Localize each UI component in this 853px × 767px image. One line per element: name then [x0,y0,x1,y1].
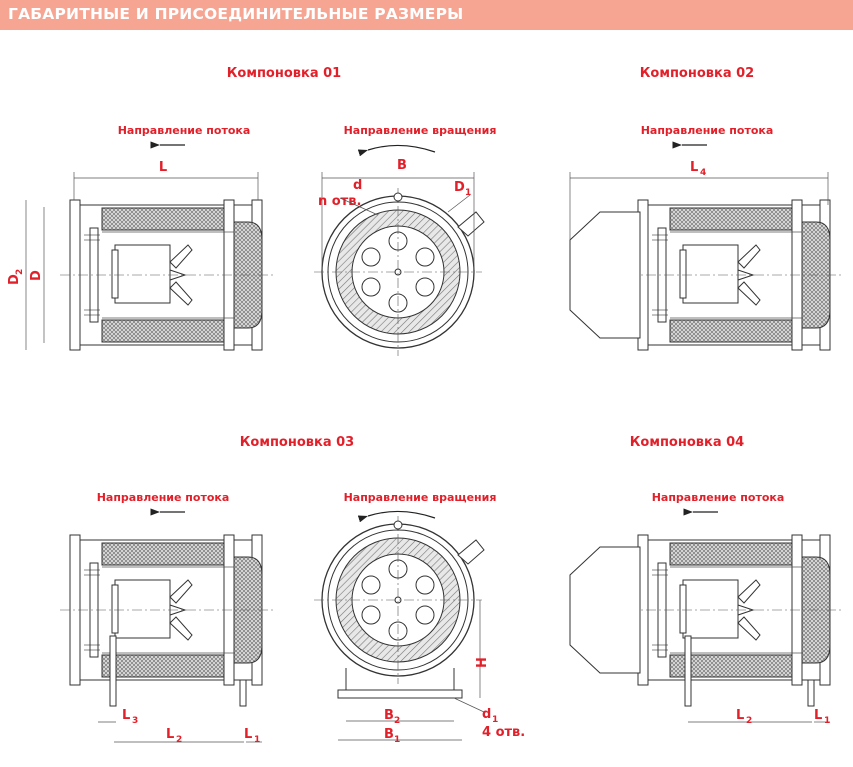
fan-side-view [59,534,276,686]
dim-d1: d [482,707,491,722]
dim-L1-sub: 1 [824,716,830,726]
dim-L2-sub: 2 [176,735,182,745]
section-header: ГАБАРИТНЫЕ И ПРИСОЕДИНИТЕЛЬНЫЕ РАЗМЕРЫ [0,0,853,30]
layout-02: Компоновка 02 Направление потока L 4 [569,66,844,351]
dim-B1-sub: 1 [394,735,400,745]
dim-L2: L [166,727,174,742]
dim-L4: L [690,160,698,175]
dim-L: L [159,160,167,175]
dim-H: H [475,657,490,668]
section-title: ГАБАРИТНЫЕ И ПРИСОЕДИНИТЕЛЬНЫЕ РАЗМЕРЫ [8,5,464,23]
fan-front-view [313,187,485,357]
layout-03-title: Компоновка 03 [240,435,354,450]
layout-02-title: Компоновка 02 [640,66,754,81]
dim-B2-sub: 2 [394,716,400,726]
layout-03: Компоновка 03 Направление потока Направл… [59,435,525,745]
inlet-cone [569,546,641,674]
support-leg [684,635,692,707]
dim-L1: L [244,727,252,742]
dim-L1-sub: 1 [254,735,260,745]
dim-d: d [353,178,362,193]
dim-D2-sub: 2 [15,269,25,275]
dim-D2: D [7,274,22,285]
support-leg [109,635,117,707]
support-leg [239,679,247,707]
dim-L1: L [814,708,822,723]
fan-side-view [627,199,844,351]
dim-D: D [29,270,44,281]
dim-B: B [397,158,407,173]
fan-front-view [313,515,485,685]
inlet-cone [569,211,641,339]
dim-4-holes: 4 отв. [482,725,525,740]
layout-03-rotation-label: Направление вращения [344,491,497,504]
dim-D1-sub: 1 [465,188,471,198]
support-leg [807,679,815,707]
layout-01-rotation-label: Направление вращения [344,124,497,137]
layout-02-flow-label: Направление потока [641,124,774,137]
dim-L2: L [736,708,744,723]
layout-04-flow-label: Направление потока [652,491,785,504]
dim-B1: B [384,727,394,742]
dim-B2: B [384,708,394,723]
layout-04: Компоновка 04 Направление потока L 2 L 1 [569,435,844,726]
layout-01-flow-label: Направление потока [118,124,251,137]
fan-side-view [627,534,844,686]
dim-L3-sub: 3 [132,716,138,726]
layout-01: Компоновка 01 Направление потока Направл… [7,66,497,357]
dim-d1-sub: 1 [492,715,498,725]
rotation-arrow-icon [357,144,436,157]
dim-D1: D [454,180,465,195]
dim-n-holes: n отв. [318,194,361,209]
layout-01-title: Компоновка 01 [227,66,341,81]
dim-L4-sub: 4 [700,168,706,178]
rotation-arrow-icon [357,510,436,523]
fan-side-view [59,199,276,351]
layout-03-flow-label: Направление потока [97,491,230,504]
base-frame [337,689,463,699]
dim-L2-sub: 2 [746,716,752,726]
layout-04-title: Компоновка 04 [630,435,744,450]
dim-L3: L [122,708,130,723]
